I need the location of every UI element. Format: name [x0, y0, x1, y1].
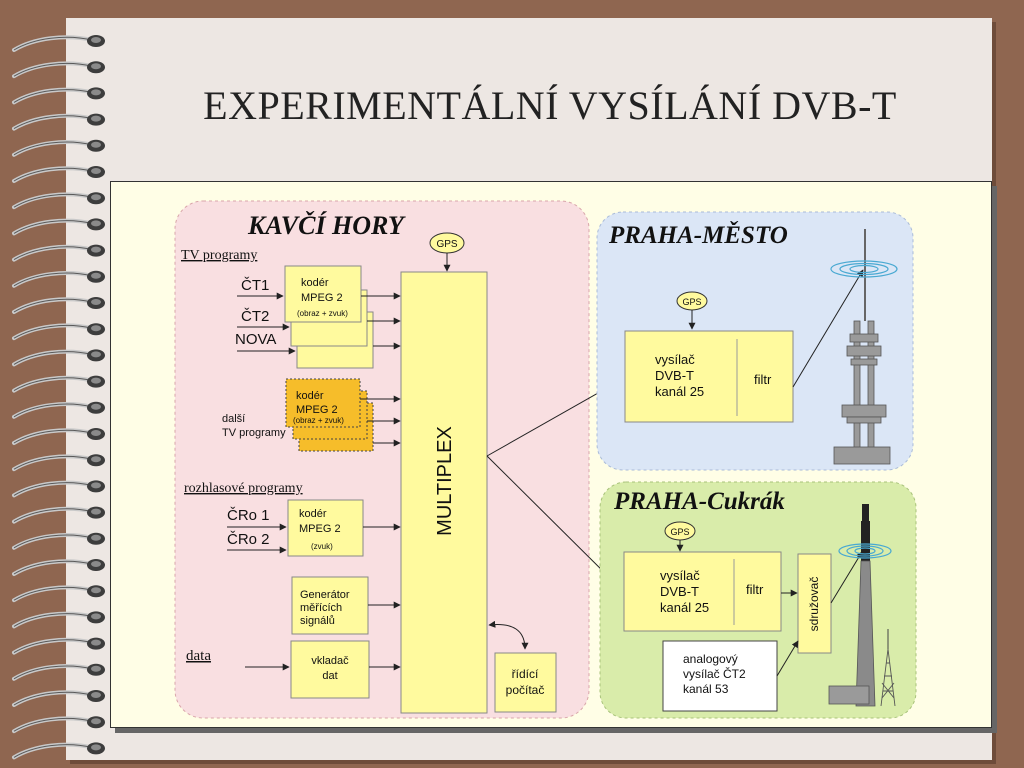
more-tv-coder-label-1: kodér	[296, 390, 324, 402]
cukrak-tower-icon	[828, 504, 896, 707]
gps-label-kavci: GPS	[436, 239, 457, 250]
tv-coder-sub: (obraz + zvuk)	[297, 309, 348, 318]
binding-ring-icon	[12, 506, 105, 524]
binding-ring-icon	[12, 244, 105, 262]
binding-ring-icon	[12, 716, 105, 734]
tv-coder-label-2: MPEG 2	[301, 292, 343, 304]
cukrak-transmitter-line-1: vysílač	[660, 568, 700, 583]
diagram-panel: KAVČÍ HORY GPS TV programy kodér MPEG 2 …	[110, 181, 992, 728]
data-inserter-line-1: vkladač	[311, 655, 349, 667]
radio-coder-sub: (zvuk)	[311, 542, 333, 551]
binding-ring-icon	[12, 35, 105, 52]
data-inserter-box	[290, 640, 370, 699]
binding-ring-icon	[12, 323, 105, 341]
binding-ring-icon	[12, 113, 105, 131]
mesto-transmitter-line-2: DVB-T	[655, 368, 694, 383]
combiner-label: sdružovač	[807, 577, 821, 632]
mesto-transmitter-line-3: kanál 25	[655, 384, 704, 399]
channel-cro1: ČRo 1	[227, 507, 270, 524]
radio-programs-label: rozhlasové programy	[184, 481, 303, 496]
binding-ring-icon	[12, 375, 105, 393]
binding-ring-icon	[12, 559, 105, 576]
more-tv-label-2: TV programy	[222, 427, 286, 439]
data-label: data	[186, 648, 211, 664]
binding-ring-icon	[12, 192, 105, 210]
binding-ring-icon	[12, 454, 105, 472]
analog-to-combiner	[776, 640, 799, 677]
channel-cro2: ČRo 2	[227, 531, 270, 548]
more-tv-coder-label-2: MPEG 2	[296, 404, 338, 416]
spiral-binding	[12, 35, 105, 760]
tv-coder-label-1: kodér	[301, 277, 329, 289]
multiplex-box	[400, 271, 488, 714]
generator-line-3: signálů	[300, 615, 335, 627]
generator-line-2: měřících	[300, 602, 342, 614]
binding-ring-icon	[12, 61, 105, 79]
data-inserter-line-2: dat	[322, 670, 337, 682]
kavci-hory-heading: KAVČÍ HORY	[247, 211, 406, 240]
mesto-feed-line	[792, 269, 864, 388]
binding-ring-icon	[12, 532, 105, 550]
dvb-t-diagram: KAVČÍ HORY GPS TV programy kodér MPEG 2 …	[174, 200, 917, 719]
channel-nova: NOVA	[235, 331, 276, 348]
control-computer-box	[494, 652, 557, 713]
more-tv-coder-sub: (obraz + zvuk)	[293, 416, 344, 425]
binding-ring-icon	[12, 480, 105, 498]
cukrak-transmitter-line-3: kanál 25	[660, 600, 709, 615]
binding-ring-icon	[12, 349, 105, 367]
radio-coder-label-2: MPEG 2	[299, 523, 341, 535]
binding-ring-icon	[12, 585, 105, 603]
praha-cukrak-heading: PRAHA-Cukrák	[613, 488, 785, 515]
gps-label-mesto: GPS	[682, 297, 701, 307]
binding-ring-icon	[12, 166, 105, 183]
analog-transmitter-line-3: kanál 53	[683, 682, 729, 696]
generator-line-1: Generátor	[300, 589, 350, 601]
analog-transmitter-box	[662, 640, 778, 712]
control-computer-line-2: počítač	[506, 683, 545, 697]
binding-ring-icon	[12, 87, 105, 105]
tv-programs-label: TV programy	[181, 248, 257, 263]
binding-ring-icon	[12, 611, 105, 629]
more-tv-coder-front	[285, 378, 361, 428]
mux-to-cukrak-arrow	[486, 455, 621, 589]
binding-ring-icon	[12, 297, 105, 314]
channel-ct2: ČT2	[241, 308, 269, 325]
cukrak-transmitter-box	[623, 551, 782, 632]
kavci-hory-region	[174, 200, 590, 719]
control-computer-line-1: řídící	[512, 667, 539, 681]
gps-label-cukrak: GPS	[670, 527, 689, 537]
cukrak-transmitter-line-2: DVB-T	[660, 584, 699, 599]
mesto-transmitter-box	[624, 330, 794, 423]
analog-transmitter-line-2: vysílač ČT2	[683, 666, 746, 681]
combiner-box	[797, 553, 832, 654]
binding-ring-icon	[12, 139, 105, 157]
slide-title: EXPERIMENTÁLNÍ VYSÍLÁNÍ DVB-T	[203, 83, 897, 128]
binding-ring-icon	[12, 690, 105, 707]
mesto-transmitter-line-1: vysílač	[655, 352, 695, 367]
radio-coder-label-1: kodér	[299, 508, 327, 520]
mesto-tv-tower-icon	[830, 229, 898, 465]
binding-ring-icon	[12, 218, 105, 236]
radio-coder	[287, 499, 364, 557]
control-link-arrow	[488, 620, 529, 650]
praha-mesto-heading: PRAHA-MĚSTO	[608, 221, 788, 249]
analog-transmitter-line-1: analogový	[683, 652, 738, 666]
generator-box	[291, 576, 369, 635]
binding-ring-icon	[12, 401, 105, 419]
multiplex-label: MULTIPLEX	[434, 426, 456, 536]
binding-ring-icon	[12, 663, 105, 681]
binding-ring-icon	[12, 637, 105, 655]
cukrak-filter-label: filtr	[746, 582, 764, 597]
binding-ring-icon	[12, 742, 105, 760]
channel-ct1: ČT1	[241, 277, 269, 294]
mesto-filter-label: filtr	[754, 372, 772, 387]
binding-ring-icon	[12, 428, 105, 445]
tv-coder-front	[284, 265, 362, 323]
more-tv-label-1: další	[222, 413, 245, 425]
combiner-feed-line	[830, 551, 863, 604]
binding-ring-icon	[12, 270, 105, 288]
